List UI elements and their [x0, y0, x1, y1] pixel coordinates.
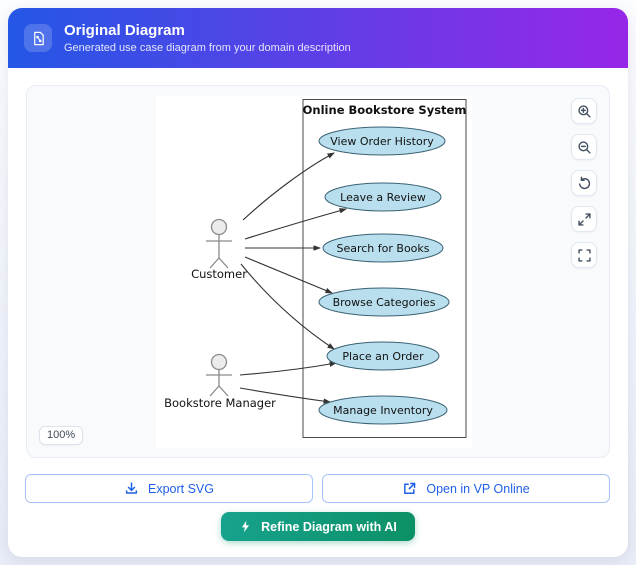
reset-view-button[interactable]	[571, 170, 597, 196]
use-case-nodes: View Order History Leave a Review Search…	[318, 126, 450, 425]
zoom-out-button[interactable]	[571, 134, 597, 160]
assoc-customer-leave-review	[244, 208, 347, 240]
usecase-label: Search for Books	[336, 242, 429, 255]
expand-icon	[577, 212, 591, 226]
system-title: Online Bookstore System	[303, 103, 467, 117]
usecase-label: Browse Categories	[333, 296, 436, 309]
page-subtitle: Generated use case diagram from your dom…	[64, 41, 351, 54]
usecase-view-order-history[interactable]	[318, 126, 446, 156]
actor-bookstore-manager-label: Bookstore Manager	[164, 396, 276, 410]
export-svg-button[interactable]: Export SVG	[25, 474, 313, 503]
zoom-out-icon	[577, 140, 591, 154]
usecase-leave-a-review[interactable]	[324, 182, 442, 212]
diagram-canvas[interactable]: Online Bookstore System View Order Histo…	[156, 96, 472, 448]
zoom-in-icon	[577, 104, 591, 118]
zoom-level-badge: 100%	[39, 426, 84, 445]
header-text: Original Diagram Generated use case diag…	[64, 22, 351, 53]
refine-diagram-label: Refine Diagram with AI	[261, 519, 397, 534]
actor-customer-label: Customer	[191, 267, 247, 281]
page-title: Original Diagram	[64, 22, 185, 40]
expand-button[interactable]	[571, 206, 597, 232]
zoom-in-button[interactable]	[571, 98, 597, 124]
actor-customer[interactable]	[206, 218, 232, 269]
download-icon	[125, 482, 138, 494]
open-vp-online-label: Open in VP Online	[426, 481, 530, 496]
lightning-bolt-icon	[242, 520, 250, 533]
fit-screen-button[interactable]	[571, 242, 597, 268]
footer-actions: Export SVG Open in VP Online	[25, 474, 610, 503]
external-link-icon	[404, 482, 416, 494]
association-lines	[239, 152, 347, 404]
assoc-customer-browse-categories	[244, 256, 333, 294]
fit-screen-icon	[577, 248, 591, 262]
usecase-manage-inventory[interactable]	[318, 395, 448, 425]
assoc-manager-place-order	[239, 361, 337, 376]
diagram-file-icon	[24, 24, 52, 52]
original-diagram-card: Original Diagram Generated use case diag…	[8, 8, 628, 557]
usecase-label: View Order History	[330, 135, 434, 148]
reset-icon	[578, 176, 590, 189]
refine-row: Refine Diagram with AI	[8, 512, 628, 541]
diagram-viewer-panel: Online Bookstore System View Order Histo…	[26, 85, 610, 458]
usecase-label: Leave a Review	[340, 191, 426, 204]
assoc-manager-manage-inventory	[239, 387, 331, 404]
usecase-label: Place an Order	[342, 350, 424, 363]
viewer-controls	[571, 98, 597, 268]
assoc-customer-view-order-history	[242, 152, 335, 221]
card-header: Original Diagram Generated use case diag…	[8, 8, 628, 68]
usecase-search-for-books[interactable]	[322, 233, 444, 263]
assoc-customer-place-order	[240, 263, 335, 350]
refine-diagram-button[interactable]: Refine Diagram with AI	[221, 512, 415, 541]
export-svg-label: Export SVG	[148, 481, 214, 496]
open-vp-online-button[interactable]: Open in VP Online	[322, 474, 610, 503]
actor-bookstore-manager[interactable]	[206, 353, 232, 397]
usecase-browse-categories[interactable]	[318, 287, 450, 317]
use-case-diagram: Online Bookstore System View Order Histo…	[164, 99, 467, 438]
usecase-place-an-order[interactable]	[326, 341, 440, 371]
usecase-label: Manage Inventory	[333, 404, 433, 417]
